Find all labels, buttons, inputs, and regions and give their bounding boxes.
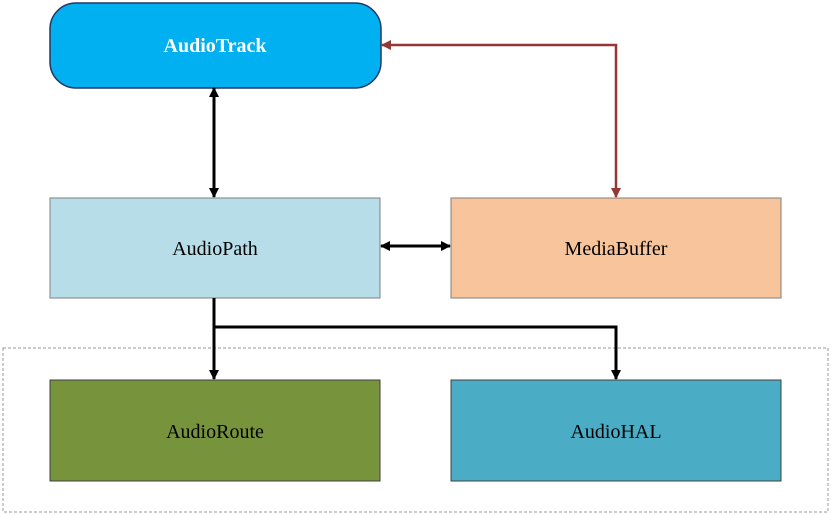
audio-path-label: AudioPath (172, 238, 258, 260)
audio-track-node: AudioTrack (49, 2, 382, 89)
edge-buffer-track (381, 40, 621, 198)
audio-path-box (49, 197, 381, 299)
audio-route-node: AudioRoute (49, 379, 381, 482)
media-buffer-box (450, 197, 782, 299)
media-buffer-label: MediaBuffer (565, 238, 668, 260)
lower-layer-group-boundary (2, 347, 829, 513)
audio-route-label: AudioRoute (166, 421, 264, 443)
audio-track-label: AudioTrack (164, 35, 268, 57)
media-buffer-node: MediaBuffer (450, 197, 782, 299)
edge-path-hal (214, 325, 621, 380)
audio-path-node: AudioPath (49, 197, 381, 299)
audio-hal-node: AudioHAL (450, 379, 782, 482)
audio-hal-label: AudioHAL (570, 421, 661, 443)
audio-hal-box (450, 379, 782, 482)
audio-route-box (49, 379, 381, 482)
